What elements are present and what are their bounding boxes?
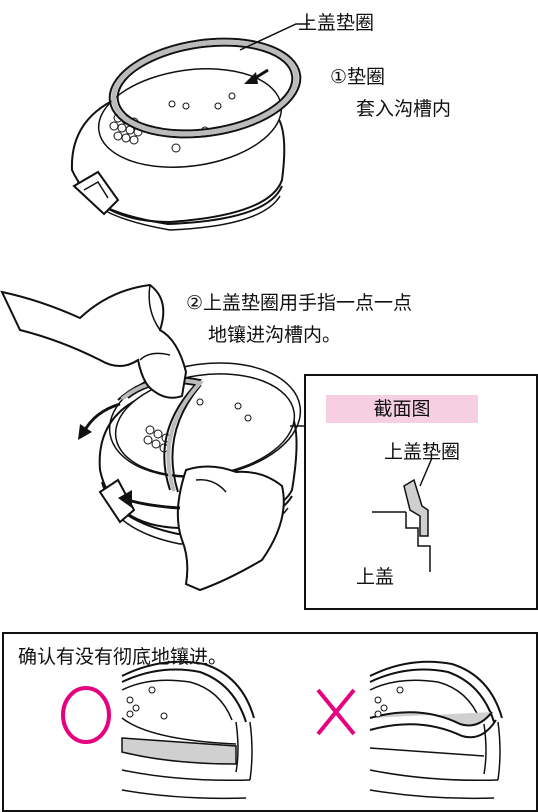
check-panel	[2, 632, 538, 812]
cross-section-title: 截面图	[326, 395, 478, 423]
cross-section-gasket-label: 上盖垫圈	[384, 441, 461, 463]
wrong-mark-icon	[316, 688, 356, 736]
step2-instruction-line1: ②上盖垫圈用手指一点一点	[186, 292, 413, 314]
step1-instruction-line1: ①垫圈	[330, 66, 386, 88]
correct-mark-icon	[61, 686, 111, 744]
step2-instruction-line2: 地镶进沟槽内。	[208, 324, 342, 346]
step1-instruction-line2: 套入沟槽内	[356, 98, 452, 120]
cross-section-panel	[304, 374, 538, 610]
gasket-callout-label: 上盖垫圈	[298, 12, 375, 34]
cross-section-lid-label: 上盖	[356, 566, 395, 588]
